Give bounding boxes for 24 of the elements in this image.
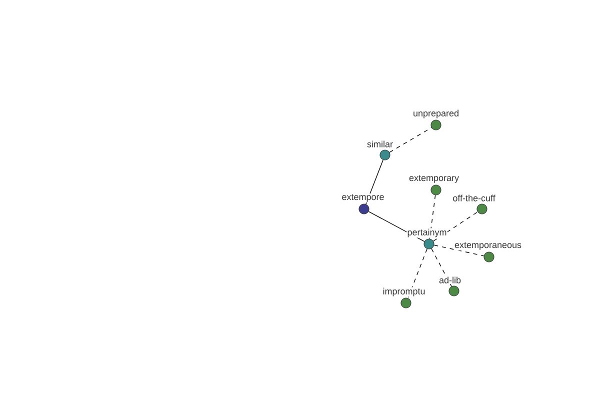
node-label: ad-lib xyxy=(438,276,462,284)
dashed-connector xyxy=(433,212,478,242)
graph-node xyxy=(430,184,442,196)
graph-node xyxy=(448,286,460,296)
graph-node xyxy=(476,204,488,214)
dashed-connector xyxy=(389,127,432,153)
graph-node xyxy=(484,252,494,262)
graph-node xyxy=(430,120,442,130)
node-label: extemporary xyxy=(408,174,460,184)
dashed-connector xyxy=(431,248,452,287)
dashed-connector xyxy=(434,244,484,256)
node-label: impromptu xyxy=(382,287,426,297)
graph-node xyxy=(380,150,390,160)
graph-node xyxy=(400,298,412,308)
graph-node xyxy=(358,204,370,214)
node-label: unprepared xyxy=(412,109,460,119)
node-label: extempore xyxy=(341,194,385,202)
node-label: pertainym xyxy=(406,228,448,238)
dashed-connector xyxy=(408,248,428,298)
node-label: off-the-cuff xyxy=(452,194,496,202)
graph-node xyxy=(424,238,434,250)
dashed-connector xyxy=(429,194,436,240)
node-label: extemporaneous xyxy=(454,242,522,250)
node-label: similar xyxy=(366,140,394,148)
